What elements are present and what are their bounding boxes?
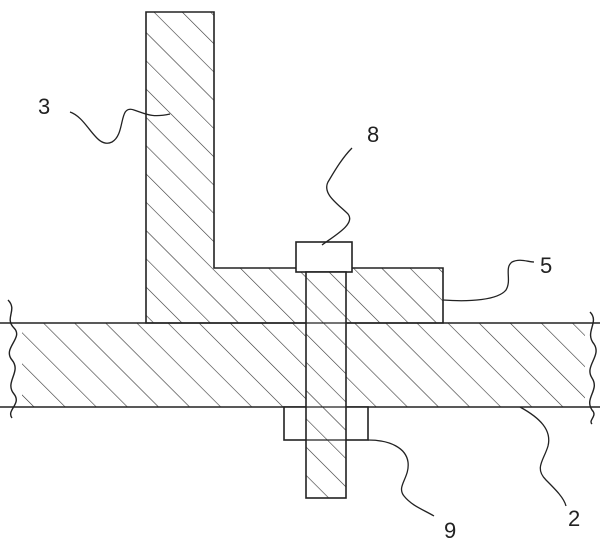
label-5: 5 <box>540 253 552 278</box>
leader-9 <box>367 439 435 517</box>
bolt-shank <box>305 271 347 499</box>
right-break-line <box>589 311 597 425</box>
leader-5 <box>442 259 535 302</box>
label-8: 8 <box>367 122 379 147</box>
leader-3 <box>69 108 171 144</box>
left-break-line <box>7 299 18 419</box>
label-9: 9 <box>444 518 456 543</box>
leader-2 <box>519 406 567 507</box>
label-2: 2 <box>568 506 580 531</box>
leader-8 <box>321 147 353 246</box>
bolt-head <box>295 241 353 273</box>
angle-bracket <box>145 11 444 324</box>
label-3: 3 <box>38 94 50 119</box>
